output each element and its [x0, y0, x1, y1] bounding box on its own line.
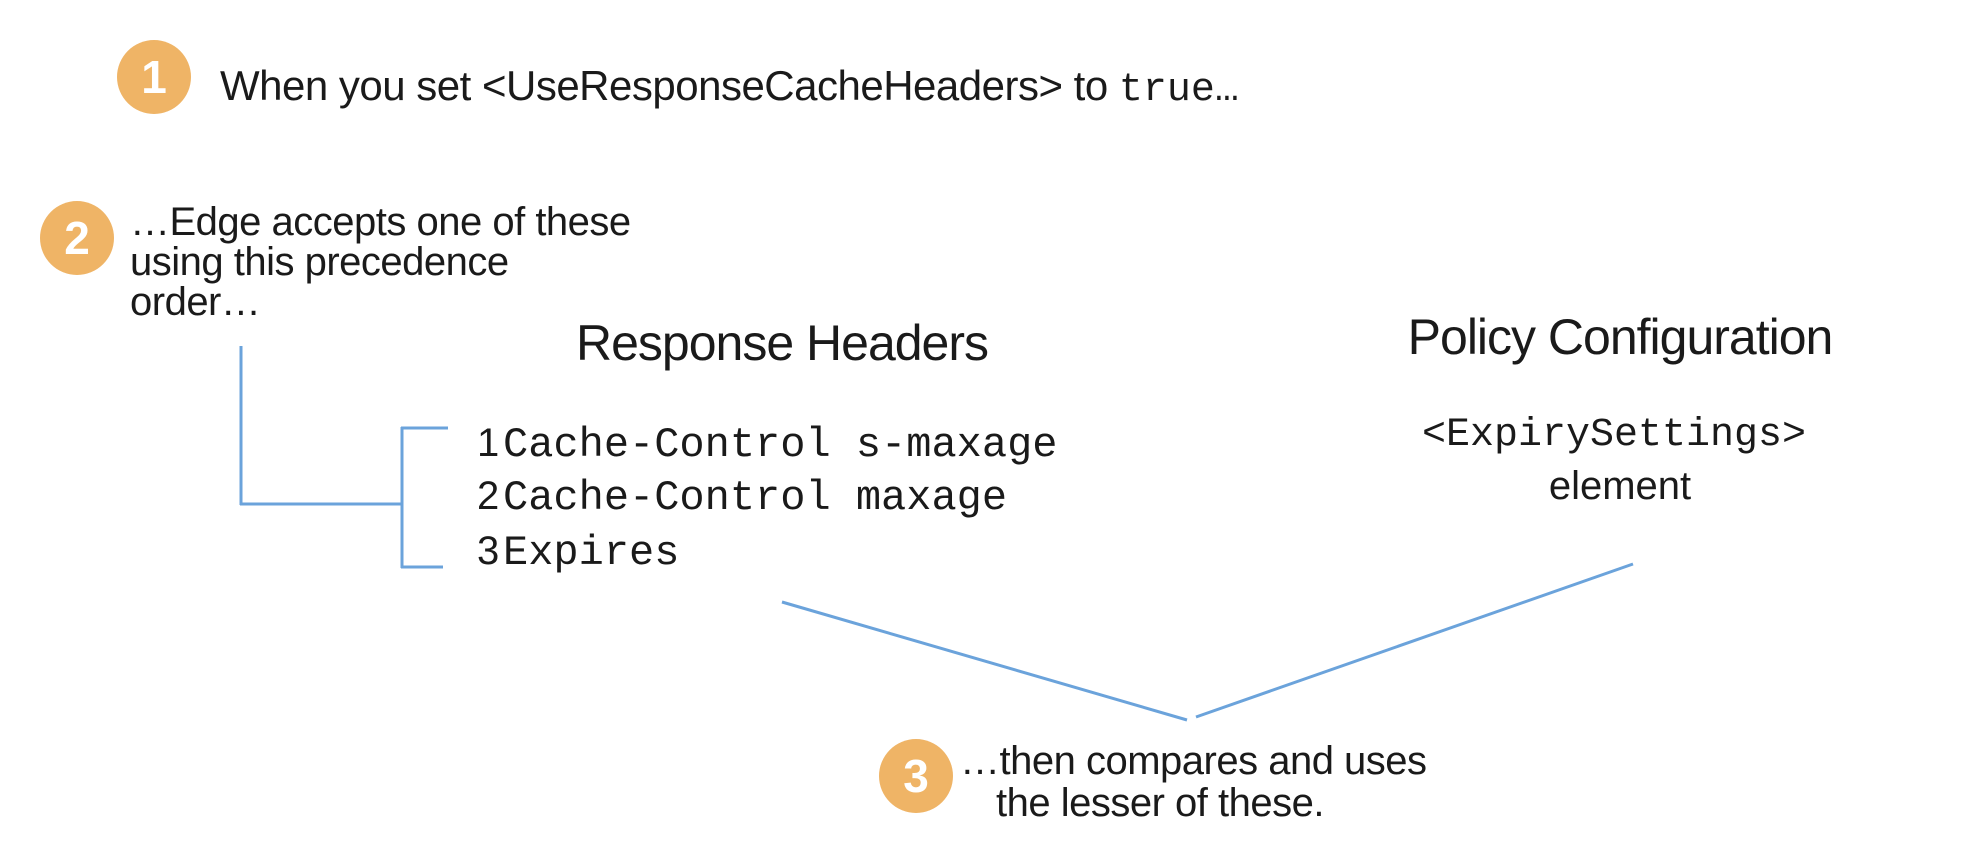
precedence-item-3-number: 3 — [477, 529, 500, 573]
response-headers-title: Response Headers — [575, 315, 989, 371]
step-2-line-1: …Edge accepts one of these — [130, 200, 631, 244]
step-2-number: 2 — [64, 212, 90, 264]
step-2-line-3: order… — [130, 280, 261, 324]
policy-configuration-title: Policy Configuration — [1407, 309, 1834, 365]
step-1-text-code: true… — [1118, 68, 1239, 113]
expiry-settings-code: <ExpirySettings> — [1421, 413, 1807, 458]
precedence-item-2-number: 2 — [477, 474, 500, 518]
compare-v-lines — [781, 562, 1634, 722]
step-3-number: 3 — [903, 750, 929, 802]
step-3-text: …then compares and uses the lesser of th… — [960, 739, 1427, 825]
v-left-line — [781, 600, 1188, 722]
step-3-badge: 3 — [879, 739, 953, 813]
precedence-item-1-number: 1 — [477, 421, 500, 465]
step-2-text: …Edge accepts one of these using this pr… — [130, 202, 631, 322]
precedence-item-1-code: Cache-Control s-maxage — [503, 421, 1058, 469]
step-1-number: 1 — [141, 51, 167, 103]
precedence-item-1: 1Cache-Control s-maxage — [477, 422, 1058, 466]
step-2-line-2: using this precedence — [130, 240, 509, 284]
step-3-line-1: …then compares and uses — [960, 739, 1427, 783]
step-3-line-2: the lesser of these. — [996, 781, 1324, 825]
precedence-bracket — [239, 346, 448, 569]
precedence-item-3-code: Expires — [503, 529, 680, 577]
step-2-badge: 2 — [40, 201, 114, 275]
precedence-item-2: 2Cache-Control maxage — [477, 475, 1007, 519]
step-1-text: When you set <UseResponseCacheHeaders> t… — [220, 62, 1239, 113]
expiry-settings-caption: element — [1548, 464, 1692, 508]
precedence-item-3: 3Expires — [477, 530, 679, 574]
precedence-item-2-code: Cache-Control maxage — [503, 474, 1008, 522]
step-1-badge: 1 — [117, 40, 191, 114]
step-1-text-sans: When you set <UseResponseCacheHeaders> t… — [220, 62, 1119, 109]
v-right-line — [1195, 562, 1634, 719]
